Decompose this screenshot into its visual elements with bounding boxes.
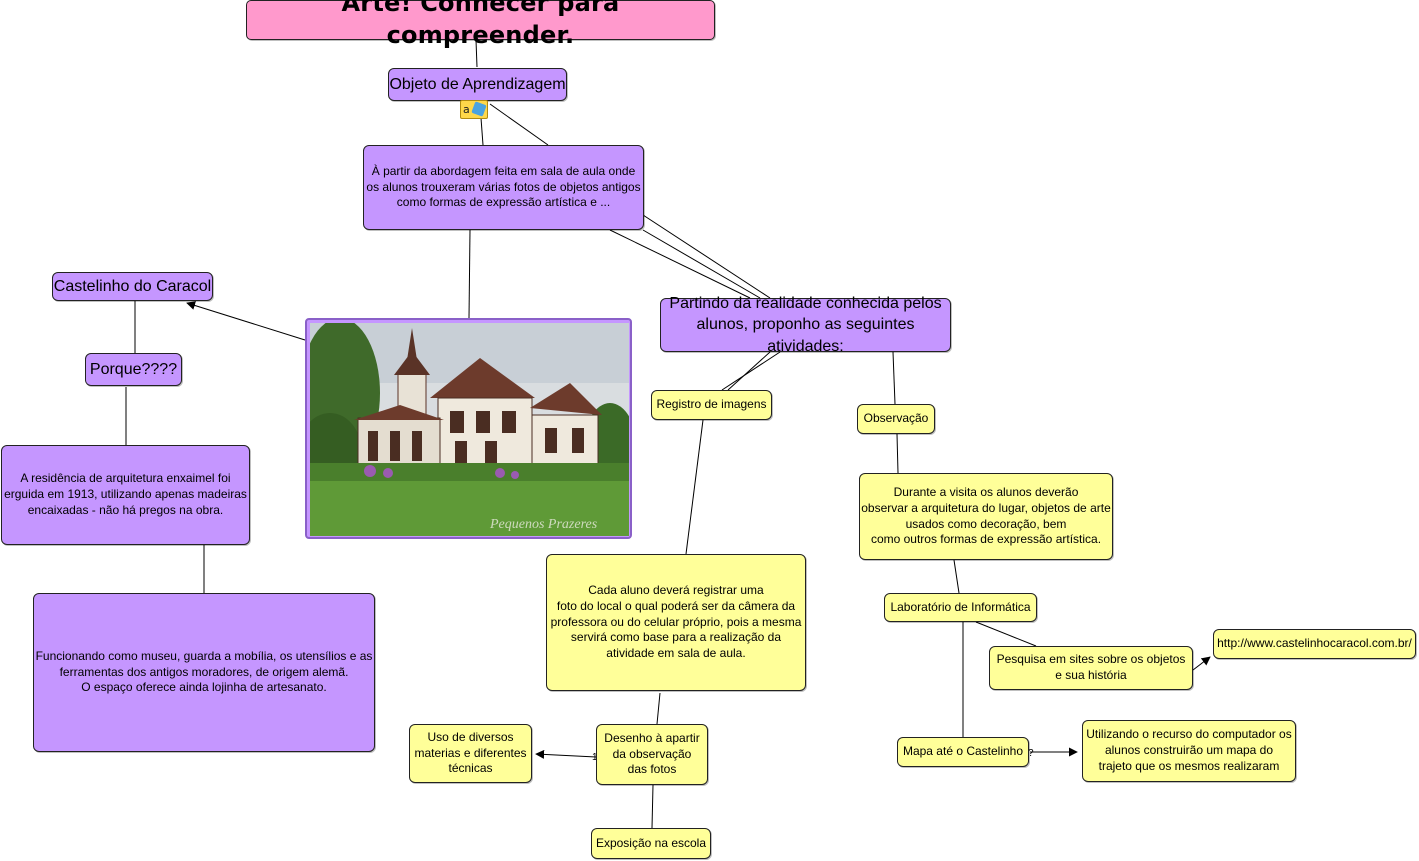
link-partindo-registro-1 bbox=[721, 351, 781, 391]
node-residencia[interactable]: A residência de arquitetura enxaimel foi… bbox=[1, 445, 250, 545]
node-porque[interactable]: Porque???? bbox=[85, 353, 182, 386]
link-label-marker: ? bbox=[1028, 748, 1034, 759]
link-desenho-uso bbox=[535, 749, 597, 759]
photo-watermark: Pequenos Prazeres bbox=[489, 517, 598, 532]
node-desenho[interactable]: Desenho à apartir da observação das foto… bbox=[596, 724, 708, 785]
node-objeto-de-aprendizagem[interactable]: Objeto de Aprendizagem bbox=[388, 68, 567, 101]
link-pesquisa-url bbox=[1192, 656, 1211, 671]
node-uso-de-diversos[interactable]: Uso de diversos materias e diferentes té… bbox=[409, 724, 532, 783]
node-pesquisa-em-sites[interactable]: Pesquisa em sites sobre os objetos e sua… bbox=[989, 646, 1193, 690]
link-visita-laboratorio bbox=[953, 559, 960, 594]
note-icon[interactable]: a bbox=[460, 100, 488, 119]
link-abordagem-photo bbox=[468, 229, 471, 319]
node-exposicao-na-escola[interactable]: Exposição na escola bbox=[591, 828, 711, 859]
link-registro-cada bbox=[685, 419, 704, 555]
node-mapa-ate-o-castelinho[interactable]: Mapa até o Castelinho bbox=[897, 737, 1029, 767]
link-photo-castelinho bbox=[186, 301, 306, 341]
link-laboratorio-pesquisa bbox=[975, 621, 1037, 647]
link-abordagem-partindo-3 bbox=[642, 229, 761, 299]
link-objeto-partindo bbox=[489, 103, 549, 146]
link-label-marker: 1 bbox=[592, 752, 598, 763]
node-museu[interactable]: Funcionando como museu, guarda a mobília… bbox=[33, 593, 375, 752]
node-utilizando-o-recurso[interactable]: Utilizando o recurso do computador os al… bbox=[1082, 720, 1296, 782]
link-partindo-observacao bbox=[892, 351, 896, 405]
house-illustration: Pequenos Prazeres bbox=[310, 323, 629, 536]
link-abordagem-partindo-2 bbox=[642, 214, 771, 299]
node-abordagem[interactable]: À partir da abordagem feita em sala de a… bbox=[363, 145, 644, 230]
link-objeto-abordagem bbox=[480, 117, 484, 146]
link-abordagem-partindo-1 bbox=[609, 229, 751, 299]
link-desenho-exposicao bbox=[651, 784, 654, 829]
link-cada-desenho bbox=[656, 692, 661, 725]
node-cada-aluno[interactable]: Cada aluno deverá registrar uma foto do … bbox=[546, 554, 806, 691]
node-laboratorio-de-informatica[interactable]: Laboratório de Informática bbox=[884, 593, 1037, 622]
link-observacao-visita bbox=[896, 433, 899, 474]
node-partindo-da-realidade[interactable]: Partindo da realidade conhecida pelos al… bbox=[660, 295, 951, 355]
map-title[interactable]: Arte! Conhecer para compreender. bbox=[246, 0, 715, 49]
node-durante-a-visita[interactable]: Durante a visita os alunos deverão obser… bbox=[859, 473, 1113, 560]
node-registro-de-imagens[interactable]: Registro de imagens bbox=[651, 390, 772, 420]
link-partindo-registro-2 bbox=[727, 351, 771, 391]
castelinho-photo[interactable]: Pequenos Prazeres bbox=[305, 318, 632, 539]
node-observacao[interactable]: Observação bbox=[857, 404, 935, 434]
node-url-castelinho[interactable]: http://www.castelinhocaracol.com.br/ bbox=[1213, 629, 1416, 659]
node-castelinho-do-caracol[interactable]: Castelinho do Caracol bbox=[52, 272, 213, 301]
link-title-objeto bbox=[475, 39, 478, 68]
